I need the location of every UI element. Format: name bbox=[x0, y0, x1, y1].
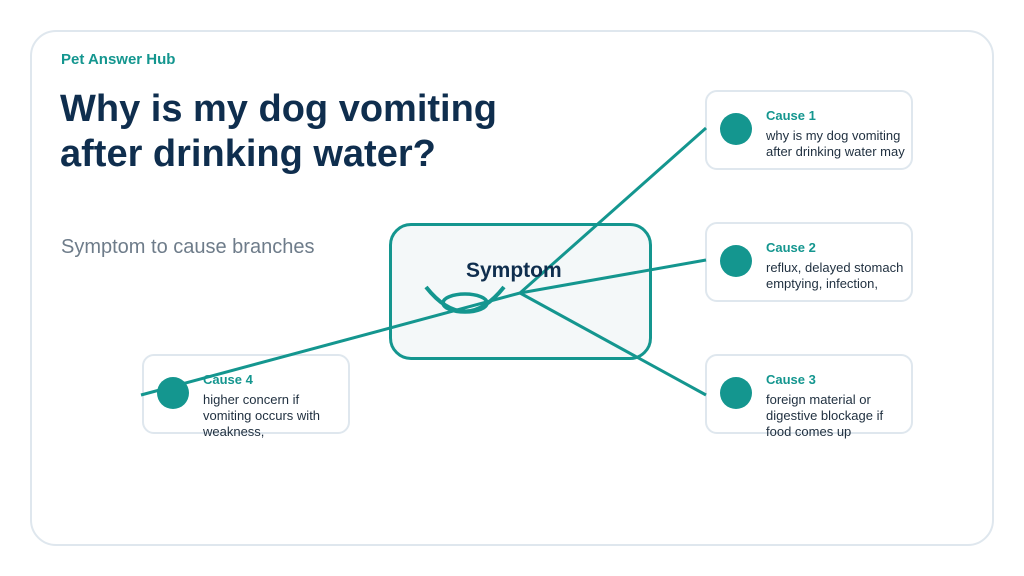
brand-label: Pet Answer Hub bbox=[61, 51, 176, 68]
cause-4-title: Cause 4 bbox=[203, 372, 253, 387]
page-title: Why is my dog vomiting after drinking wa… bbox=[60, 88, 498, 175]
symptom-node bbox=[389, 223, 652, 360]
cause-1-text: why is my dog vomiting after drinking wa… bbox=[766, 128, 905, 159]
cause-3-text: foreign material or digestive blockage i… bbox=[766, 392, 884, 439]
diagram-subtitle: Symptom to cause branches bbox=[61, 236, 315, 258]
cause-3-title: Cause 3 bbox=[766, 372, 816, 387]
cause-1-title: Cause 1 bbox=[766, 108, 816, 123]
cause-2-text: reflux, delayed stomach emptying, infect… bbox=[766, 260, 904, 291]
cause-2-title: Cause 2 bbox=[766, 240, 816, 255]
cause-4-text: higher concern if vomiting occurs with w… bbox=[203, 392, 321, 439]
symptom-label: Symptom bbox=[466, 259, 562, 282]
